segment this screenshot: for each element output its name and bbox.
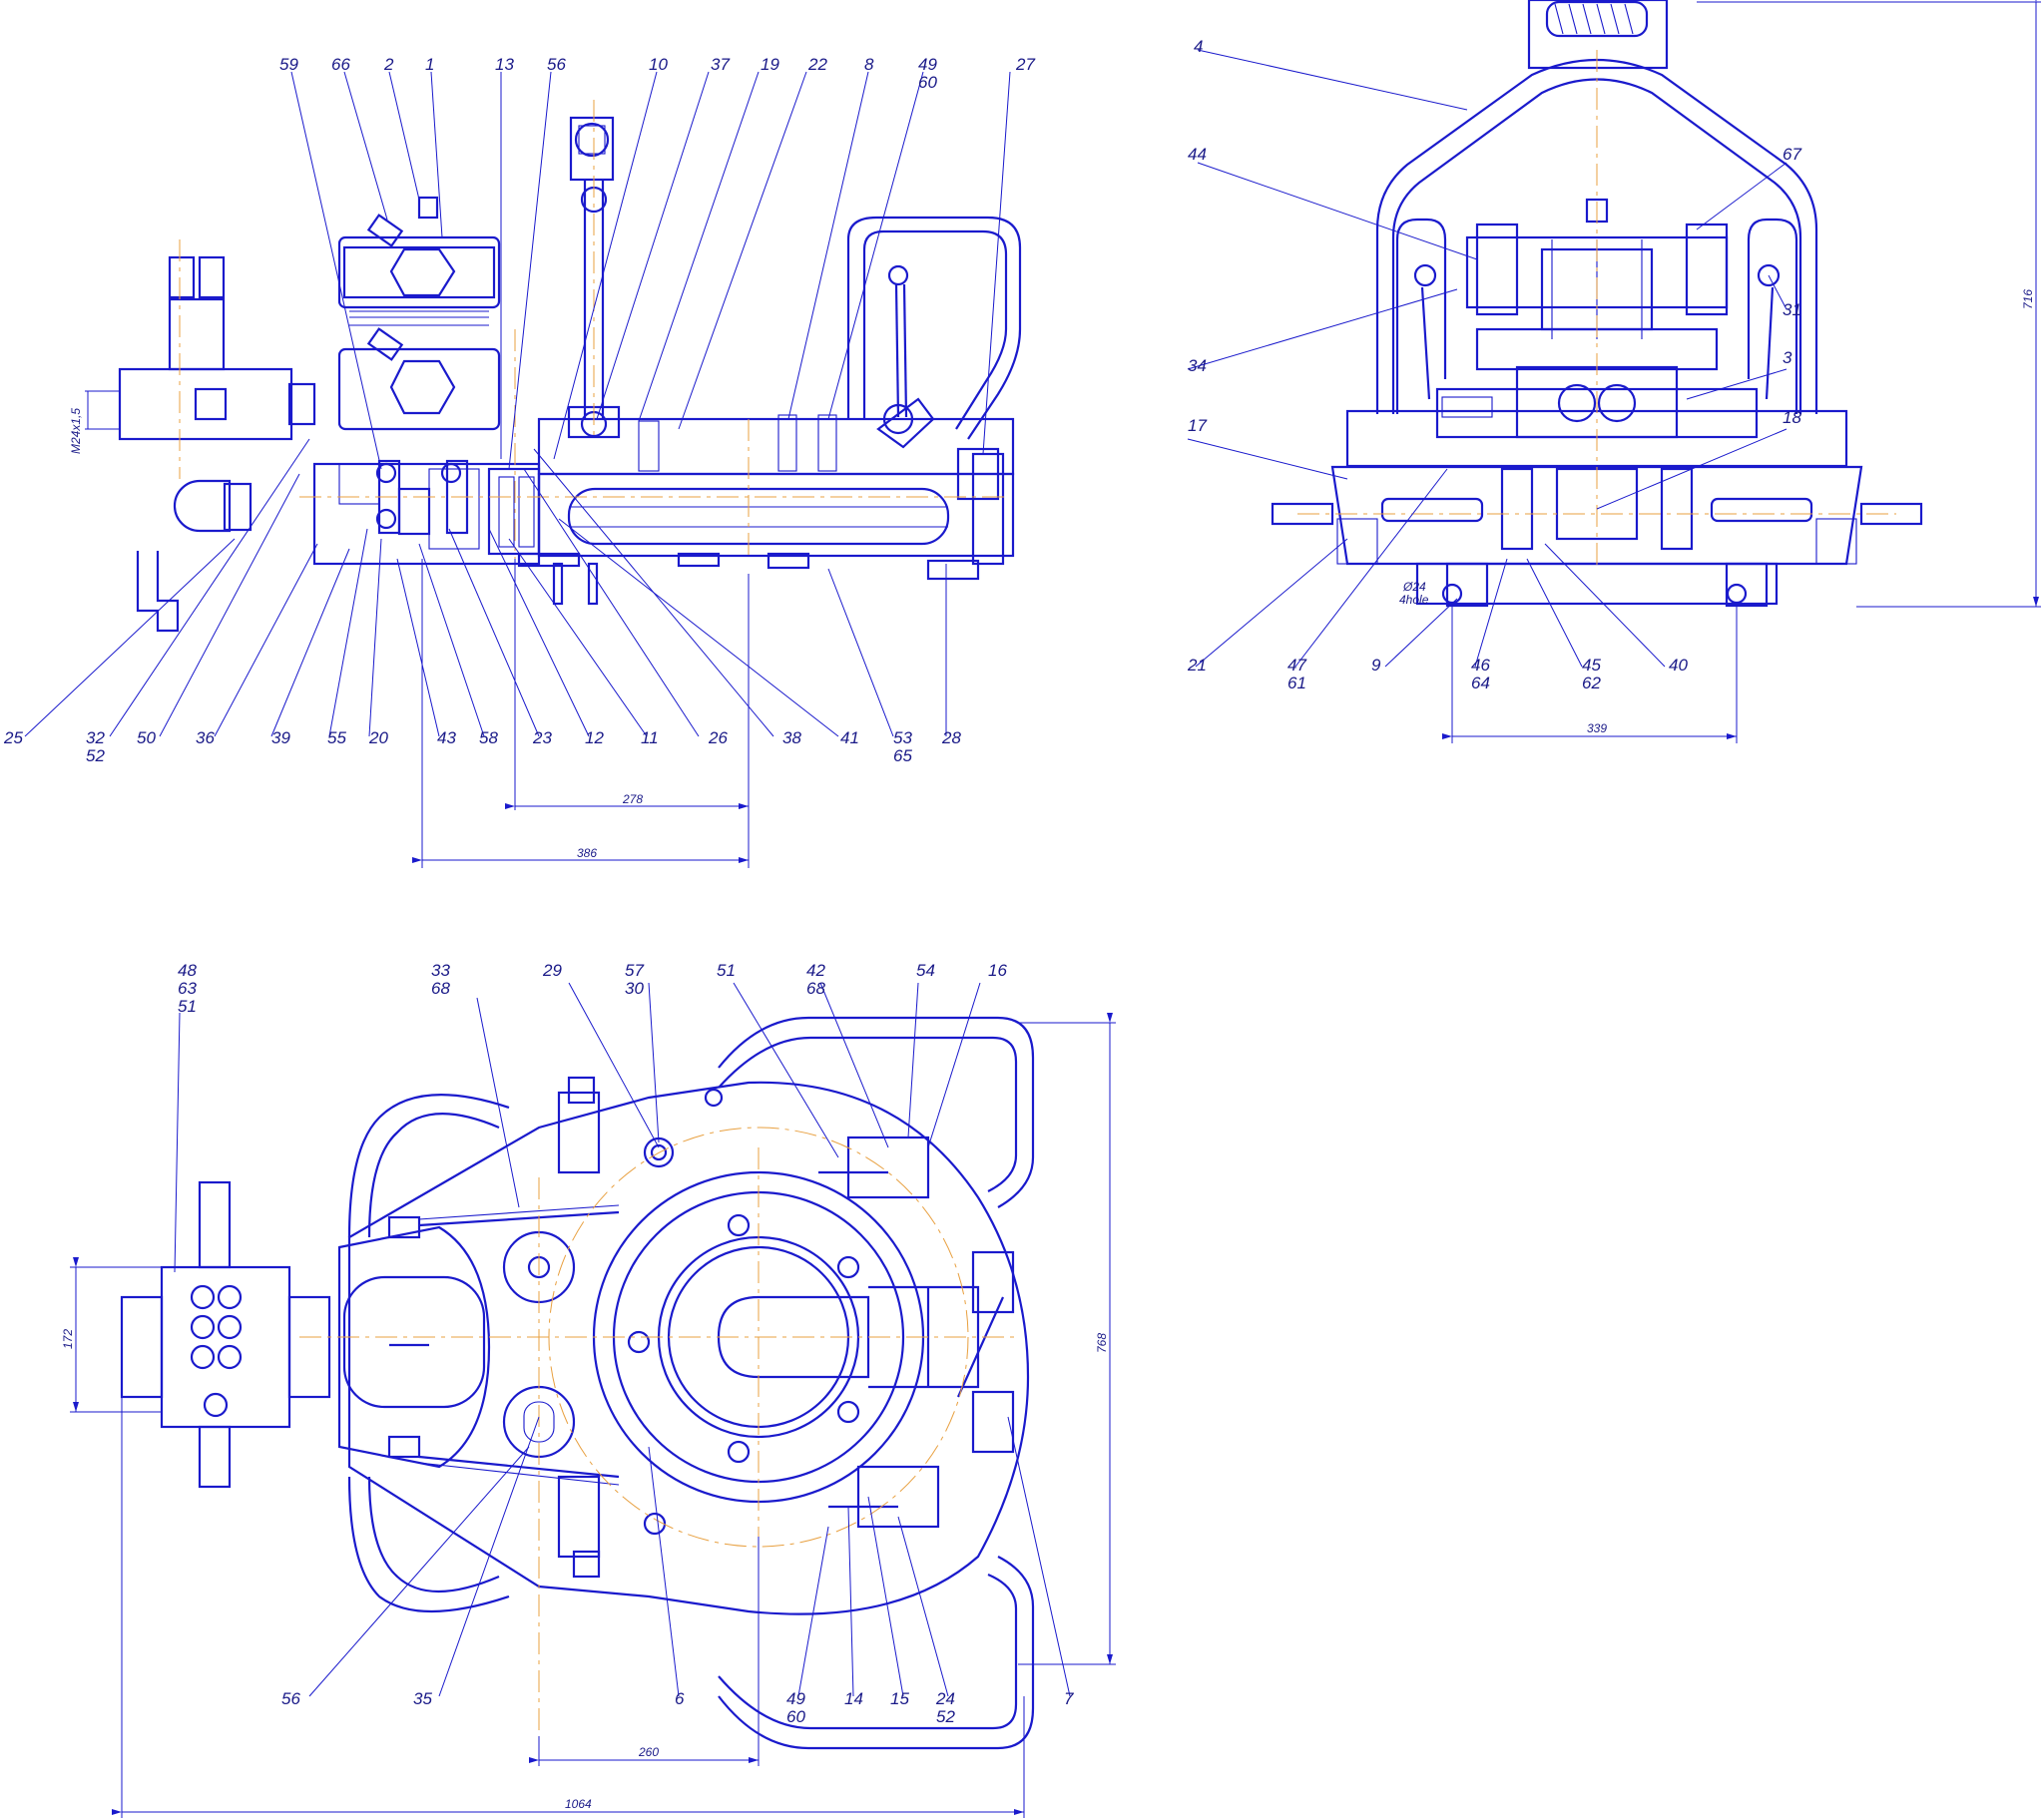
callout-35: 35	[413, 1689, 432, 1708]
callout-50: 50	[137, 728, 156, 747]
callout-14: 14	[844, 1689, 863, 1708]
callout-3: 3	[1783, 348, 1792, 367]
plan-callouts: 48 63 51 33 68 29 57 30 51 42 68 54 16 5…	[174, 961, 1074, 1726]
callout-59: 59	[279, 55, 298, 74]
callout-41: 41	[840, 728, 859, 747]
front-callouts-bottom: 25 32 52 50 36 39 55 20 43 58 23 12 11 2…	[3, 438, 961, 765]
callout-56-plan: 56	[281, 1689, 300, 1708]
callout-40: 40	[1669, 656, 1688, 675]
callout-26: 26	[708, 728, 728, 747]
callout-28: 28	[941, 728, 961, 747]
callout-27: 27	[1015, 55, 1035, 74]
callout-21: 21	[1187, 656, 1207, 675]
side-hole-dia: Ø24	[1402, 580, 1426, 594]
callout-49: 49	[918, 55, 937, 74]
callout-52-plan: 52	[936, 1707, 955, 1726]
callout-68-left: 68	[431, 979, 450, 998]
side-hole-count: 4hole	[1399, 593, 1429, 607]
callout-66: 66	[331, 55, 350, 74]
front-thread-label: M24x1,5	[69, 408, 83, 454]
callout-23: 23	[532, 728, 552, 747]
callout-42: 42	[806, 961, 825, 980]
callout-29: 29	[542, 961, 562, 980]
callout-51-left: 51	[178, 997, 197, 1016]
callout-60-plan: 60	[786, 1707, 805, 1726]
callout-55: 55	[327, 728, 346, 747]
callout-52: 52	[86, 746, 105, 765]
plan-view: 172 768 260 1064	[61, 1013, 1116, 1818]
callout-7: 7	[1064, 1689, 1074, 1708]
callout-22: 22	[807, 55, 827, 74]
callout-31: 31	[1783, 300, 1801, 319]
callout-58: 58	[479, 728, 498, 747]
callout-8: 8	[864, 55, 874, 74]
plan-dim-768: 768	[1095, 1333, 1109, 1353]
callout-64: 64	[1471, 674, 1490, 692]
callout-30: 30	[625, 979, 644, 998]
callout-33: 33	[431, 961, 450, 980]
callout-11: 11	[641, 728, 659, 747]
side-callouts: 4 44 34 17 67 31 3 18 21 47 61 9 46 64 4…	[1187, 37, 1801, 692]
callout-45: 45	[1582, 656, 1601, 675]
callout-16: 16	[988, 961, 1007, 980]
callout-10: 10	[649, 55, 668, 74]
callout-1: 1	[425, 55, 434, 74]
callout-62: 62	[1582, 674, 1601, 692]
callout-4: 4	[1194, 37, 1203, 56]
callout-13: 13	[495, 55, 514, 74]
callout-44: 44	[1188, 145, 1207, 164]
callout-49-plan: 49	[786, 1689, 805, 1708]
callout-61: 61	[1287, 674, 1306, 692]
callout-65: 65	[893, 746, 912, 765]
callout-47: 47	[1287, 656, 1306, 675]
callout-34: 34	[1188, 356, 1207, 375]
callout-17: 17	[1188, 416, 1207, 435]
callout-46: 46	[1471, 656, 1490, 675]
callout-48: 48	[178, 961, 197, 980]
callout-19: 19	[761, 55, 779, 74]
callout-38: 38	[782, 728, 801, 747]
front-dim-278: 278	[622, 792, 643, 806]
callout-25: 25	[3, 728, 23, 747]
plan-dim-172: 172	[61, 1329, 75, 1349]
callout-24: 24	[935, 1689, 955, 1708]
callout-18: 18	[1783, 408, 1801, 427]
callout-12: 12	[585, 728, 604, 747]
callout-67: 67	[1783, 145, 1801, 164]
callout-37: 37	[711, 55, 730, 74]
front-callouts-top: 59 66 2 1 13 56 10 37 19 22 8 49 60 27	[279, 55, 1035, 470]
callout-43: 43	[437, 728, 456, 747]
callout-60: 60	[918, 73, 937, 92]
callout-54: 54	[916, 961, 935, 980]
callout-57: 57	[625, 961, 644, 980]
callout-15: 15	[890, 1689, 909, 1708]
callout-53: 53	[893, 728, 912, 747]
callout-36: 36	[196, 728, 215, 747]
callout-32: 32	[86, 728, 105, 747]
callout-9: 9	[1371, 656, 1381, 675]
side-view: 716 339 Ø24 4hole	[1271, 0, 2041, 743]
callout-39: 39	[271, 728, 290, 747]
callout-2: 2	[383, 55, 394, 74]
plan-dim-1064: 1064	[565, 1797, 592, 1811]
callout-6: 6	[675, 1689, 685, 1708]
front-section-view: 278 386 M24x1,5	[69, 100, 1022, 868]
callout-56: 56	[547, 55, 566, 74]
callout-51-right: 51	[717, 961, 736, 980]
plan-dim-260: 260	[638, 1745, 659, 1759]
callout-20: 20	[368, 728, 388, 747]
side-dim-339: 339	[1587, 721, 1607, 735]
callout-68-right: 68	[806, 979, 825, 998]
front-dim-386: 386	[577, 846, 597, 860]
side-dim-716: 716	[2021, 289, 2035, 309]
callout-63: 63	[178, 979, 197, 998]
